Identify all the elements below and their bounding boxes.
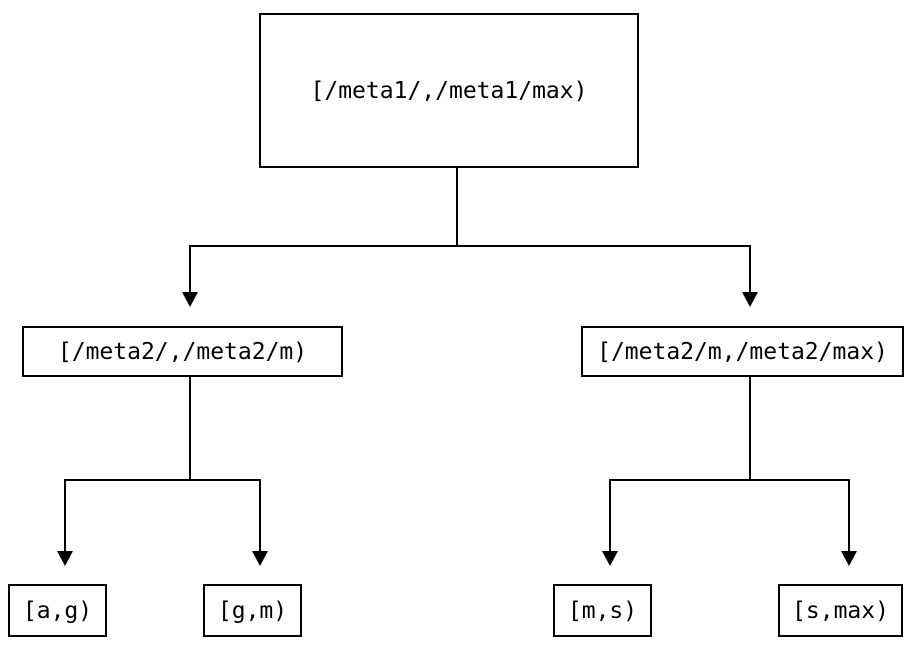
node-leaf-s-max: [s,max)	[778, 584, 903, 637]
edge-to-leaf-a-g-line	[64, 479, 66, 551]
edge-meta2-low-splitter-line	[64, 479, 261, 481]
arrow-down-icon	[182, 292, 198, 307]
edge-meta2-high-splitter-line	[609, 479, 850, 481]
edge-to-meta2-low-line	[189, 245, 191, 292]
node-meta2-low: [/meta2/,/meta2/m)	[22, 326, 343, 377]
edge-root-splitter-line	[189, 245, 751, 247]
edge-to-leaf-m-s-line	[609, 479, 611, 551]
node-leaf-m-s: [m,s)	[553, 584, 652, 637]
arrow-down-icon	[602, 551, 618, 566]
arrow-down-icon	[57, 551, 73, 566]
node-meta2-high: [/meta2/m,/meta2/max)	[581, 326, 904, 377]
edge-meta2-low-stem-line	[189, 377, 191, 481]
edge-to-leaf-s-max-line	[848, 479, 850, 551]
node-leaf-g-m: [g,m)	[203, 584, 302, 637]
arrow-down-icon	[841, 551, 857, 566]
arrow-down-icon	[252, 551, 268, 566]
node-leaf-a-g: [a,g)	[8, 584, 107, 637]
node-root: [/meta1/,/meta1/max)	[259, 13, 639, 168]
arrow-down-icon	[742, 292, 758, 307]
edge-to-leaf-g-m-line	[259, 479, 261, 551]
edge-root-stem-line	[456, 168, 458, 246]
edge-meta2-high-stem-line	[749, 377, 751, 481]
edge-to-meta2-high-line	[749, 245, 751, 292]
